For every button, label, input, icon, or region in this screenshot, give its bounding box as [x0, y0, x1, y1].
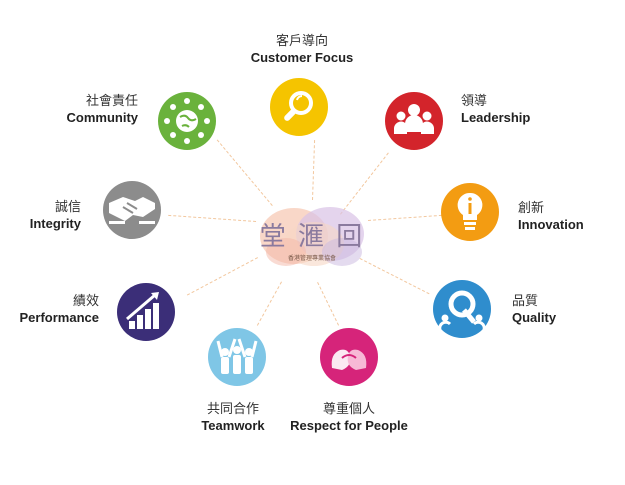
lightbulb-info-icon [441, 183, 499, 241]
performance-zh: 績效 [72, 293, 99, 308]
label-quality: 品質 Quality [512, 292, 625, 326]
leadership-zh: 領導 [461, 93, 488, 108]
respect-node [320, 328, 378, 386]
community-node [158, 92, 216, 150]
label-integrity: 誠信 Integrity [0, 198, 81, 232]
integrity-zh: 誠信 [54, 199, 81, 214]
integrity-node [103, 181, 161, 239]
quality-q-icon [433, 280, 491, 338]
customer-focus-zh: 客戶導向 [275, 33, 328, 48]
customer-focus-en: Customer Focus [250, 50, 354, 65]
respect-zh: 尊重個人 [322, 401, 375, 416]
community-en: Community [66, 110, 139, 125]
innovation-en: Innovation [518, 217, 584, 232]
label-innovation: 創新 Innovation [518, 199, 625, 233]
spoke-community [216, 139, 273, 206]
teamwork-en: Teamwork [201, 418, 265, 433]
label-community: 社會責任 Community [0, 92, 139, 126]
community-zh: 社會責任 [85, 93, 138, 108]
growth-arrow-icon [117, 283, 175, 341]
magnifier-icon [270, 78, 328, 136]
label-leadership: 領導 Leadership [461, 92, 611, 126]
label-customer-focus: 客戶導向 Customer Focus [227, 32, 377, 66]
center-logo: 堂 滙 回 香港管理專業協會 [256, 200, 368, 282]
logo-subtitle: 香港管理專業協會 [287, 256, 336, 262]
teamwork-zh: 共同合作 [206, 401, 259, 416]
leadership-en: Leadership [461, 110, 531, 125]
label-teamwork: 共同合作 Teamwork [158, 400, 308, 434]
spoke-integrity [168, 214, 257, 222]
spoke-respect [317, 282, 340, 326]
watercolor-logo-background [260, 207, 364, 266]
spoke-teamwork [256, 281, 282, 326]
leadership-node [385, 92, 443, 150]
spoke-quality [359, 258, 430, 295]
spoke-innovation [368, 214, 442, 221]
quality-en: Quality [512, 310, 557, 325]
spoke-customer [312, 140, 316, 201]
innovation-node [441, 183, 499, 241]
quality-zh: 品質 [512, 293, 539, 308]
logo-characters: 堂 滙 回 [259, 222, 365, 252]
performance-node [117, 283, 175, 341]
label-respect-for-people: 尊重個人 Respect for People [274, 400, 424, 434]
teamwork-node [208, 328, 266, 386]
customer-focus-node [270, 78, 328, 136]
faces-icon [320, 328, 378, 386]
globe-people-icon [158, 92, 216, 150]
respect-en: Respect for People [290, 418, 408, 433]
handshake-icon [103, 181, 161, 239]
team-hands-up-icon [208, 328, 266, 386]
label-performance: 績效 Performance [0, 292, 99, 326]
integrity-en: Integrity [29, 216, 81, 231]
spoke-performance [186, 257, 258, 296]
innovation-zh: 創新 [518, 200, 545, 215]
performance-en: Performance [19, 310, 99, 325]
quality-node [433, 280, 491, 338]
people-group-icon [385, 92, 443, 150]
